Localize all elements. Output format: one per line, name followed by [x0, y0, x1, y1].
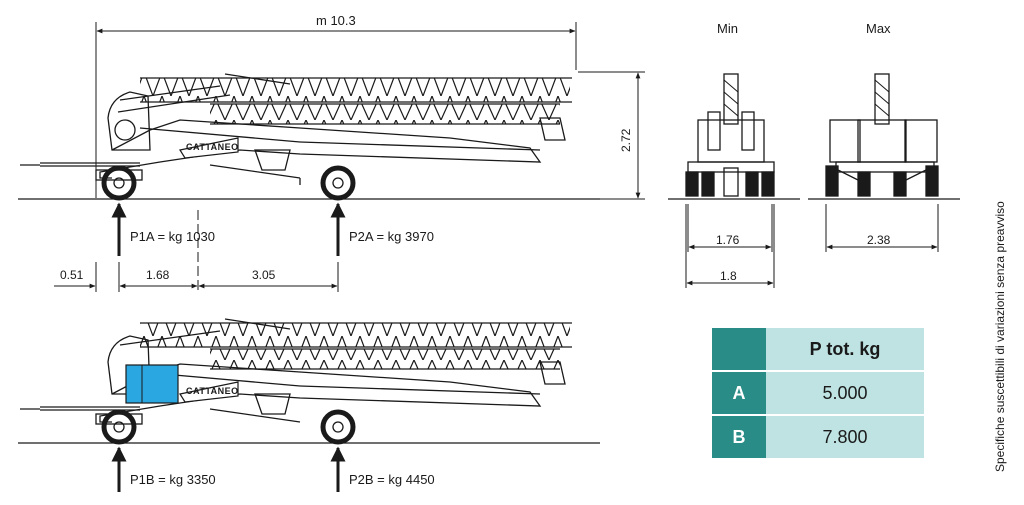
weight-table-corner	[712, 328, 766, 372]
brand-logo-top	[179, 137, 239, 159]
length-dimension-label: m 10.3	[316, 13, 356, 28]
weight-row-key: A	[712, 372, 766, 416]
weight-table: P tot. kg A 5.000 B 7.800	[712, 328, 924, 460]
axle-b-label: 3.05	[252, 268, 276, 282]
load-p2b-label: P2B = kg 4450	[349, 472, 435, 487]
dimension-track-max	[825, 204, 939, 252]
weight-row-value: 5.000	[766, 372, 924, 416]
brand-label-bottom: CATTANEO	[186, 386, 239, 396]
side-note: Specifiche suscettibili di variazioni se…	[993, 201, 1007, 472]
weight-table-header-label: P tot. kg	[766, 328, 924, 372]
brand-label-top: CATTANEO	[186, 142, 239, 152]
dimension-track-min	[685, 204, 775, 288]
weight-table-header: P tot. kg	[712, 328, 924, 372]
weight-row-key: B	[712, 416, 766, 460]
dimension-length	[95, 22, 577, 198]
crane-side-view-a	[18, 73, 600, 201]
view-min-label: Min	[717, 21, 738, 36]
brand-logo-bottom	[179, 381, 239, 403]
dimension-axles	[54, 262, 339, 292]
front-view-max	[808, 73, 960, 200]
crane-side-view-b	[18, 318, 600, 445]
load-p1a-label: P1A = kg 1030	[130, 229, 215, 244]
height-dimension-label: 2.72	[619, 128, 633, 152]
axle-a-label: 1.68	[146, 268, 170, 282]
load-arrows-a	[111, 202, 346, 290]
track-min-inner-label: 1.76	[716, 233, 740, 247]
view-max-label: Max	[866, 21, 891, 36]
dimension-height	[578, 71, 645, 200]
load-p2a-label: P2A = kg 3970	[349, 229, 434, 244]
counterweight-block	[125, 364, 179, 404]
front-view-min	[668, 73, 800, 200]
load-p1b-label: P1B = kg 3350	[130, 472, 216, 487]
track-min-outer-label: 1.8	[720, 269, 737, 283]
weight-row-value: 7.800	[766, 416, 924, 460]
track-max-label: 2.38	[867, 233, 891, 247]
weight-table-row: A 5.000	[712, 372, 924, 416]
load-arrows-b	[111, 446, 346, 492]
rear-offset-label: 0.51	[60, 268, 84, 282]
weight-table-row: B 7.800	[712, 416, 924, 460]
